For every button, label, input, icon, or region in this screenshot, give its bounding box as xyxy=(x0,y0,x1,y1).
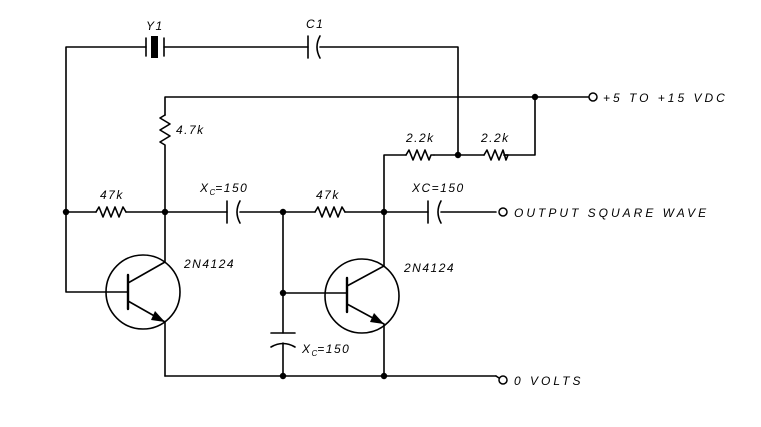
junction-r-divider xyxy=(454,151,462,159)
capacitor-output-label: XC=150 xyxy=(411,181,465,195)
supply-label: +5 TO +15 VDC xyxy=(603,91,728,105)
feedback-wire-top xyxy=(65,46,459,213)
resistor-2-2k-a-label: 2.2k xyxy=(405,131,435,145)
supply-rail xyxy=(164,96,590,213)
capacitor-c1 xyxy=(307,35,321,59)
supply-terminal xyxy=(588,92,598,102)
resistor-4-7k xyxy=(159,114,171,213)
capacitor-bottom-label: XC=150 xyxy=(301,342,350,358)
capacitor-c1-label: C1 xyxy=(306,17,324,31)
output-terminal xyxy=(498,207,508,217)
junction-ground-cap xyxy=(279,372,287,380)
resistor-47k-left-label: 47k xyxy=(100,188,124,202)
output-label: OUTPUT SQUARE WAVE xyxy=(514,206,709,220)
ground-label: 0 VOLTS xyxy=(514,374,583,388)
resistor-47k-right-label: 47k xyxy=(316,188,340,202)
capacitor-mid-label: XC=150 xyxy=(199,181,248,197)
resistor-47k-right xyxy=(314,206,346,218)
transistor-right xyxy=(282,211,400,377)
capacitor-output xyxy=(427,200,442,224)
resistor-47k-left xyxy=(95,206,127,218)
transistor-right-label: 2N4124 xyxy=(403,261,455,275)
capacitor-mid xyxy=(226,200,241,224)
resistor-2-2k-b xyxy=(483,149,509,161)
crystal-y1 xyxy=(145,36,165,58)
ground-terminal xyxy=(498,375,508,385)
resistor-2-2k-b-label: 2.2k xyxy=(480,131,510,145)
resistor-2-2k-a xyxy=(405,149,435,161)
transistor-left xyxy=(65,211,181,377)
resistor-4-7k-label: 4.7k xyxy=(176,123,205,137)
junction-supply xyxy=(531,93,539,101)
crystal-label: Y1 xyxy=(146,19,164,33)
junction-ground-right xyxy=(380,372,388,380)
capacitor-bottom xyxy=(270,292,296,377)
transistor-left-label: 2N4124 xyxy=(183,257,235,271)
